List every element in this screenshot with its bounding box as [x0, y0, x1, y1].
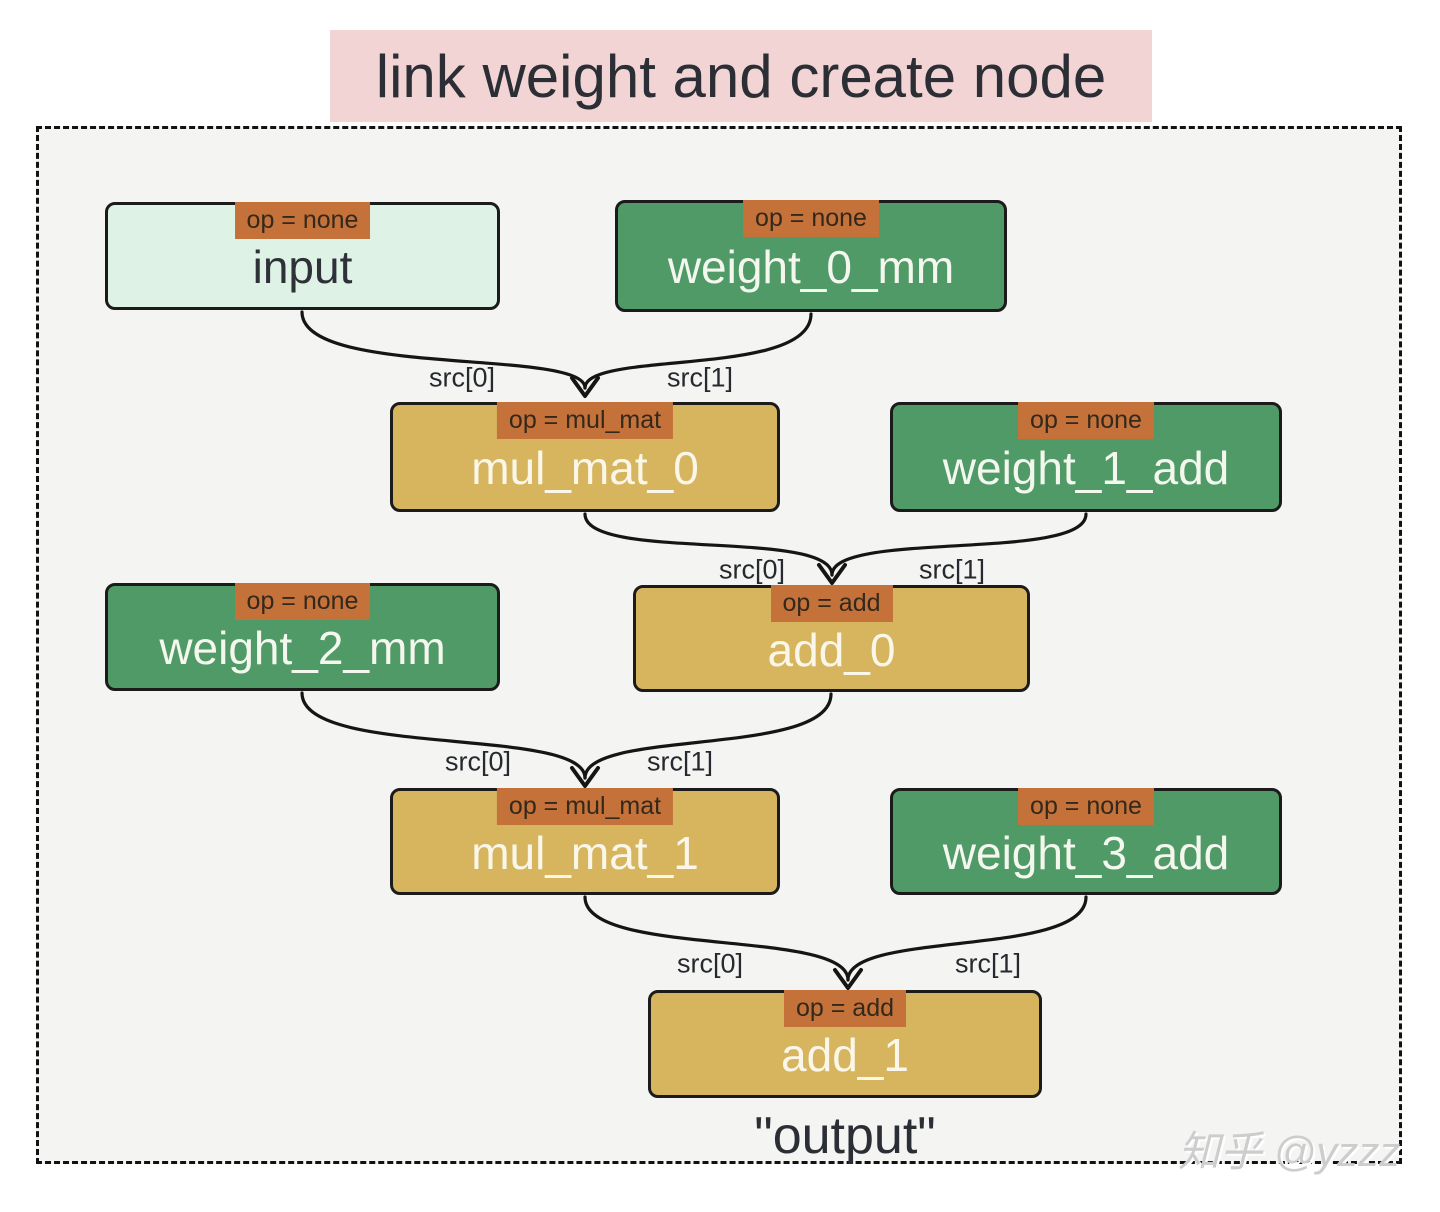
node-mul-mat-0: op = mul_mat mul_mat_0 [390, 402, 780, 512]
node-weight-1-add: op = none weight_1_add [890, 402, 1282, 512]
node-add-1: op = add add_1 [648, 990, 1042, 1098]
op-badge: op = add [783, 990, 907, 1028]
op-badge: op = mul_mat [496, 402, 674, 440]
node-label: mul_mat_0 [471, 442, 699, 494]
src1-label-mul-mat-1: src[1] [646, 746, 714, 777]
op-badge: op = none [1018, 402, 1154, 440]
node-add-0: op = add add_0 [633, 585, 1030, 692]
src0-label-mul-mat-0: src[0] [428, 362, 496, 393]
node-input: op = none input [105, 202, 500, 310]
op-badge: op = add [770, 585, 893, 623]
src0-label-add-1: src[0] [676, 948, 744, 979]
diagram-title: link weight and create node [330, 30, 1152, 122]
node-label: weight_0_mm [667, 241, 955, 293]
op-badge: op = mul_mat [496, 788, 674, 826]
op-badge: op = none [234, 202, 371, 240]
node-label: weight_1_add [942, 442, 1230, 494]
op-badge: op = none [743, 200, 879, 238]
node-weight-2-mm: op = none weight_2_mm [105, 583, 500, 691]
node-label: input [252, 241, 353, 293]
src1-label-add-0: src[1] [918, 554, 986, 585]
node-weight-0-mm: op = none weight_0_mm [615, 200, 1007, 312]
src0-label-add-0: src[0] [718, 554, 786, 585]
node-weight-3-add: op = none weight_3_add [890, 788, 1282, 895]
src1-label-add-1: src[1] [954, 948, 1022, 979]
op-badge: op = none [234, 583, 371, 621]
node-label: add_0 [767, 623, 896, 676]
node-mul-mat-1: op = mul_mat mul_mat_1 [390, 788, 780, 895]
output-label: "output" [754, 1107, 936, 1165]
watermark: 知乎 @yzzz [1178, 1128, 1401, 1175]
node-label: mul_mat_1 [471, 826, 699, 879]
src1-label-mul-mat-0: src[1] [666, 362, 734, 393]
op-badge: op = none [1018, 788, 1154, 826]
node-label: add_1 [781, 1029, 909, 1081]
node-label: weight_2_mm [159, 622, 446, 674]
node-label: weight_3_add [942, 826, 1230, 879]
src0-label-mul-mat-1: src[0] [444, 746, 512, 777]
